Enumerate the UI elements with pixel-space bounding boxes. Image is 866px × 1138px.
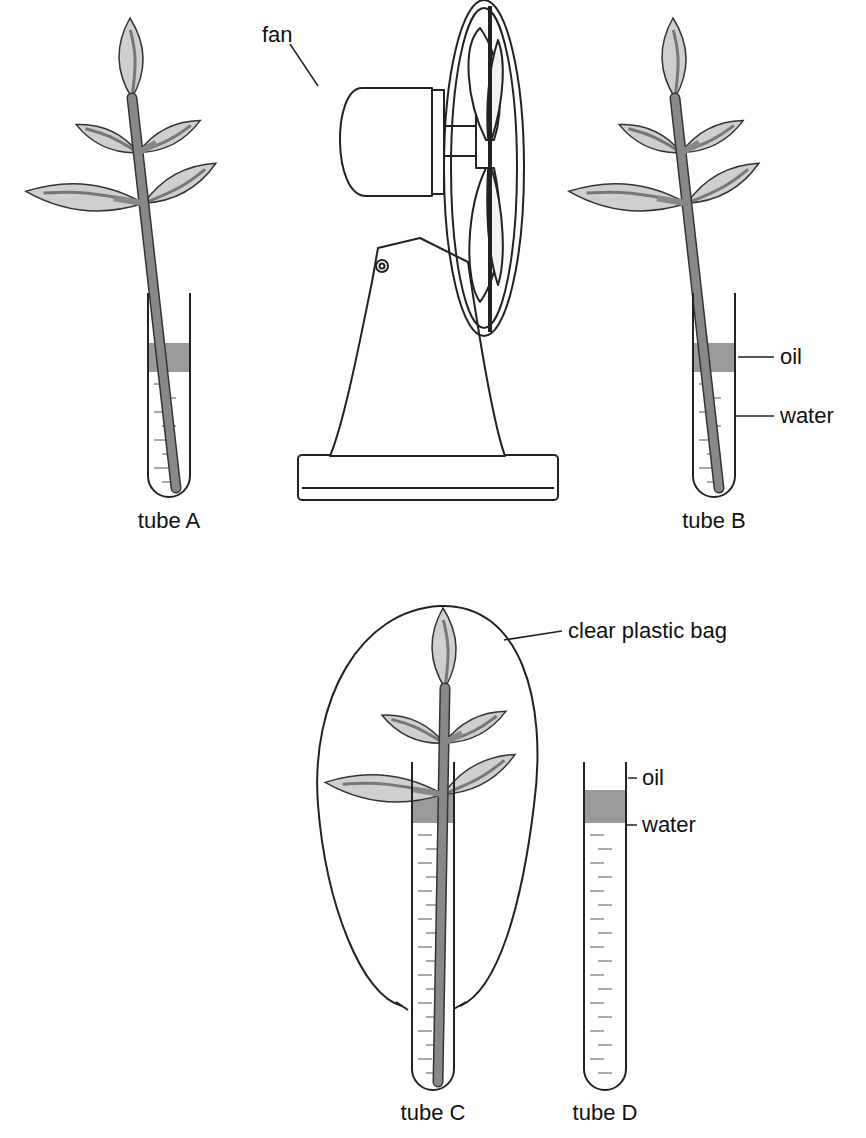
water-dash xyxy=(590,919,604,920)
tube-label: tube A xyxy=(138,508,200,534)
water-dash xyxy=(590,1059,604,1060)
leaf xyxy=(444,711,506,743)
branch xyxy=(114,198,144,203)
tube-setup xyxy=(325,608,515,1090)
leaf xyxy=(619,125,681,153)
water-dash xyxy=(590,835,604,836)
tube-setup xyxy=(584,762,626,1090)
oil-layer xyxy=(584,790,626,823)
leaf xyxy=(382,715,444,743)
stem-outline xyxy=(438,688,445,1082)
branch xyxy=(413,789,443,794)
leaf-vein xyxy=(443,620,448,688)
branch xyxy=(681,143,699,153)
leaf xyxy=(138,121,200,153)
water-dash xyxy=(598,1045,612,1046)
part-label: fan xyxy=(262,22,293,48)
water-dash xyxy=(418,835,432,836)
leaf xyxy=(681,121,743,153)
tube-setup xyxy=(26,18,216,497)
stem-outline xyxy=(675,98,719,488)
water-dash xyxy=(418,975,432,976)
leaf xyxy=(119,18,143,98)
branch xyxy=(657,198,687,203)
water-dash xyxy=(598,905,612,906)
oil-layer xyxy=(148,343,190,372)
leaf-vein xyxy=(628,129,681,153)
stem-outline xyxy=(132,98,176,488)
leaf-vein xyxy=(687,169,748,203)
test-tube xyxy=(148,293,190,497)
test-tube xyxy=(693,293,735,497)
leaf-vein xyxy=(391,719,444,743)
leaf-vein xyxy=(144,169,205,203)
water-dash xyxy=(590,1031,604,1032)
water-dash xyxy=(590,863,604,864)
leaf-vein xyxy=(443,760,504,794)
water-layer xyxy=(584,823,626,1090)
leaf xyxy=(26,184,144,211)
stem xyxy=(132,98,176,488)
leader-lines xyxy=(290,44,774,825)
tube-label: tube D xyxy=(573,1100,638,1126)
water-dash xyxy=(598,933,612,934)
leaf xyxy=(569,184,687,211)
water-dash xyxy=(590,891,604,892)
part-label: oil xyxy=(642,765,664,791)
leaf-vein xyxy=(587,192,687,203)
tube-label: tube B xyxy=(682,508,746,534)
part-label: water xyxy=(780,403,834,429)
water-dash xyxy=(590,947,604,948)
leaf-vein xyxy=(673,30,678,98)
leaf xyxy=(325,775,443,802)
water-dash xyxy=(598,877,612,878)
stem xyxy=(438,688,445,1082)
test-tube xyxy=(584,762,626,1090)
fan-illustration xyxy=(298,0,558,500)
water-dash xyxy=(418,1003,432,1004)
water-layer xyxy=(412,823,454,1090)
plants-and-tubes xyxy=(26,18,759,1090)
test-tube xyxy=(412,762,454,1090)
water-dash xyxy=(699,468,713,469)
leaf xyxy=(687,163,759,203)
tube-label: tube C xyxy=(401,1100,466,1126)
branch xyxy=(444,733,462,743)
branch xyxy=(138,143,156,153)
water-dash xyxy=(418,919,432,920)
part-label: clear plastic bag xyxy=(568,618,727,644)
stem xyxy=(675,98,719,488)
water-dash xyxy=(598,989,612,990)
leaf-vein xyxy=(343,783,443,794)
leaf-vein xyxy=(44,192,144,203)
water-dash xyxy=(418,947,432,948)
leaf xyxy=(432,608,456,688)
part-label: oil xyxy=(780,344,802,370)
leaf-vein xyxy=(85,129,138,153)
leaf-vein xyxy=(130,30,135,98)
water-dash xyxy=(590,1003,604,1004)
water-dash xyxy=(154,468,168,469)
water-dash xyxy=(598,961,612,962)
water-dash xyxy=(598,1017,612,1018)
water-dash xyxy=(598,849,612,850)
leaf xyxy=(662,18,686,98)
leaf xyxy=(144,163,216,203)
leaf xyxy=(76,125,138,153)
part-label: water xyxy=(642,812,696,838)
water-dash xyxy=(418,891,432,892)
water-dash xyxy=(418,1031,432,1032)
water-dash xyxy=(418,863,432,864)
tube-setup xyxy=(569,18,759,497)
leaf-vein xyxy=(138,125,191,152)
water-dash xyxy=(598,1073,612,1074)
water-dash xyxy=(590,975,604,976)
leaf-vein xyxy=(444,716,497,743)
water-dash xyxy=(418,1059,432,1060)
leaf-vein xyxy=(681,125,734,152)
